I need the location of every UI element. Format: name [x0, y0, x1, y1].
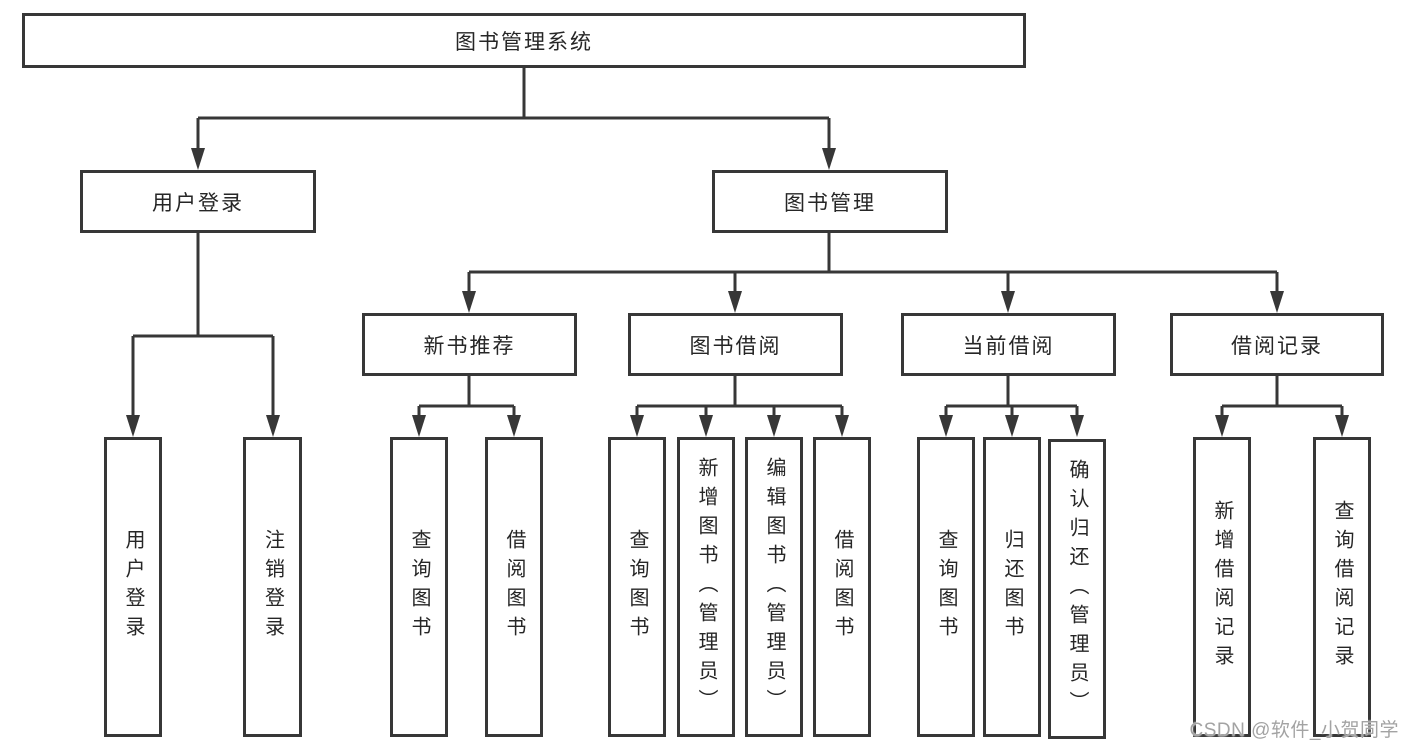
leaf-confirm-return-admin-label: 确认归还（管理员） [1066, 458, 1088, 720]
arrowhead [699, 415, 713, 437]
node-library-system-label: 图书管理系统 [455, 30, 593, 54]
leaf-borrow-books-1-label: 借阅图书 [503, 529, 525, 645]
leaf-user-login-label: 用户登录 [122, 529, 144, 645]
leaf-edit-books-admin-label: 编辑图书（管理员） [763, 456, 785, 718]
node-library-system: 图书管理系统 [22, 13, 1026, 68]
leaf-query-books-1: 查询图书 [390, 437, 448, 737]
node-borrowing-records-label: 借阅记录 [1231, 334, 1323, 358]
node-book-borrowing-label: 图书借阅 [689, 334, 782, 358]
arrowhead [822, 148, 836, 170]
arrowhead [835, 415, 849, 437]
leaf-logout-label: 注销登录 [261, 529, 284, 645]
arrowhead [1215, 415, 1229, 437]
arrowhead [191, 148, 205, 170]
leaf-add-borrow-record-label: 新增借阅记录 [1211, 500, 1233, 674]
arrowhead [462, 291, 476, 313]
arrowhead [1001, 291, 1015, 313]
arrowhead [1005, 415, 1019, 437]
leaf-query-books-2-label: 查询图书 [626, 529, 648, 645]
node-current-borrowing-label: 当前借阅 [962, 334, 1055, 358]
node-user-login: 用户登录 [80, 170, 316, 233]
leaf-add-books-admin-label: 新增图书（管理员） [695, 456, 717, 718]
leaf-return-books-label: 归还图书 [1001, 529, 1023, 645]
arrowhead [767, 415, 781, 437]
node-book-management-label: 图书管理 [784, 191, 876, 215]
leaf-borrow-books-1: 借阅图书 [485, 437, 543, 737]
leaf-user-login: 用户登录 [104, 437, 162, 737]
leaf-query-books-3-label: 查询图书 [935, 529, 957, 645]
connector-root-to-level2 [191, 68, 836, 170]
leaf-return-books: 归还图书 [983, 437, 1041, 737]
node-book-borrowing: 图书借阅 [628, 313, 843, 376]
arrowhead [412, 415, 426, 437]
node-borrowing-records: 借阅记录 [1170, 313, 1384, 376]
arrowhead [1270, 291, 1284, 313]
node-current-borrowing: 当前借阅 [901, 313, 1116, 376]
connector-user-login-to-leaves [126, 233, 280, 437]
leaf-query-borrow-record: 查询借阅记录 [1313, 437, 1371, 737]
leaf-borrow-books-2: 借阅图书 [813, 437, 871, 737]
leaf-borrow-books-2-label: 借阅图书 [831, 529, 853, 645]
node-new-book-recommendation-label: 新书推荐 [423, 334, 516, 358]
leaf-query-borrow-record-label: 查询借阅记录 [1331, 500, 1353, 674]
node-book-management: 图书管理 [712, 170, 948, 233]
node-user-login-label: 用户登录 [152, 191, 244, 215]
arrowhead [728, 291, 742, 313]
arrowhead [126, 415, 140, 437]
arrowhead [507, 415, 521, 437]
arrowhead [1070, 415, 1084, 437]
leaf-query-books-3: 查询图书 [917, 437, 975, 737]
arrowhead [1335, 415, 1349, 437]
leaf-confirm-return-admin: 确认归还（管理员） [1048, 439, 1106, 739]
arrowhead [266, 415, 280, 437]
connector-borrow-to-leaves [630, 376, 849, 437]
leaf-add-books-admin: 新增图书（管理员） [677, 437, 735, 737]
connector-records-to-leaves [1215, 376, 1349, 437]
watermark: CSDN @软件_小贺同学 [1189, 720, 1399, 741]
leaf-query-books-2: 查询图书 [608, 437, 666, 737]
connector-current-to-leaves [939, 376, 1084, 437]
arrowhead [939, 415, 953, 437]
connector-new-books-to-leaves [412, 376, 521, 437]
node-new-book-recommendation: 新书推荐 [362, 313, 577, 376]
connector-book-mgmt-to-level3 [462, 233, 1284, 313]
arrowhead [630, 415, 644, 437]
leaf-query-books-1-label: 查询图书 [408, 529, 430, 645]
leaf-edit-books-admin: 编辑图书（管理员） [745, 437, 803, 737]
leaf-logout: 注销登录 [243, 437, 302, 737]
leaf-add-borrow-record: 新增借阅记录 [1193, 437, 1251, 737]
